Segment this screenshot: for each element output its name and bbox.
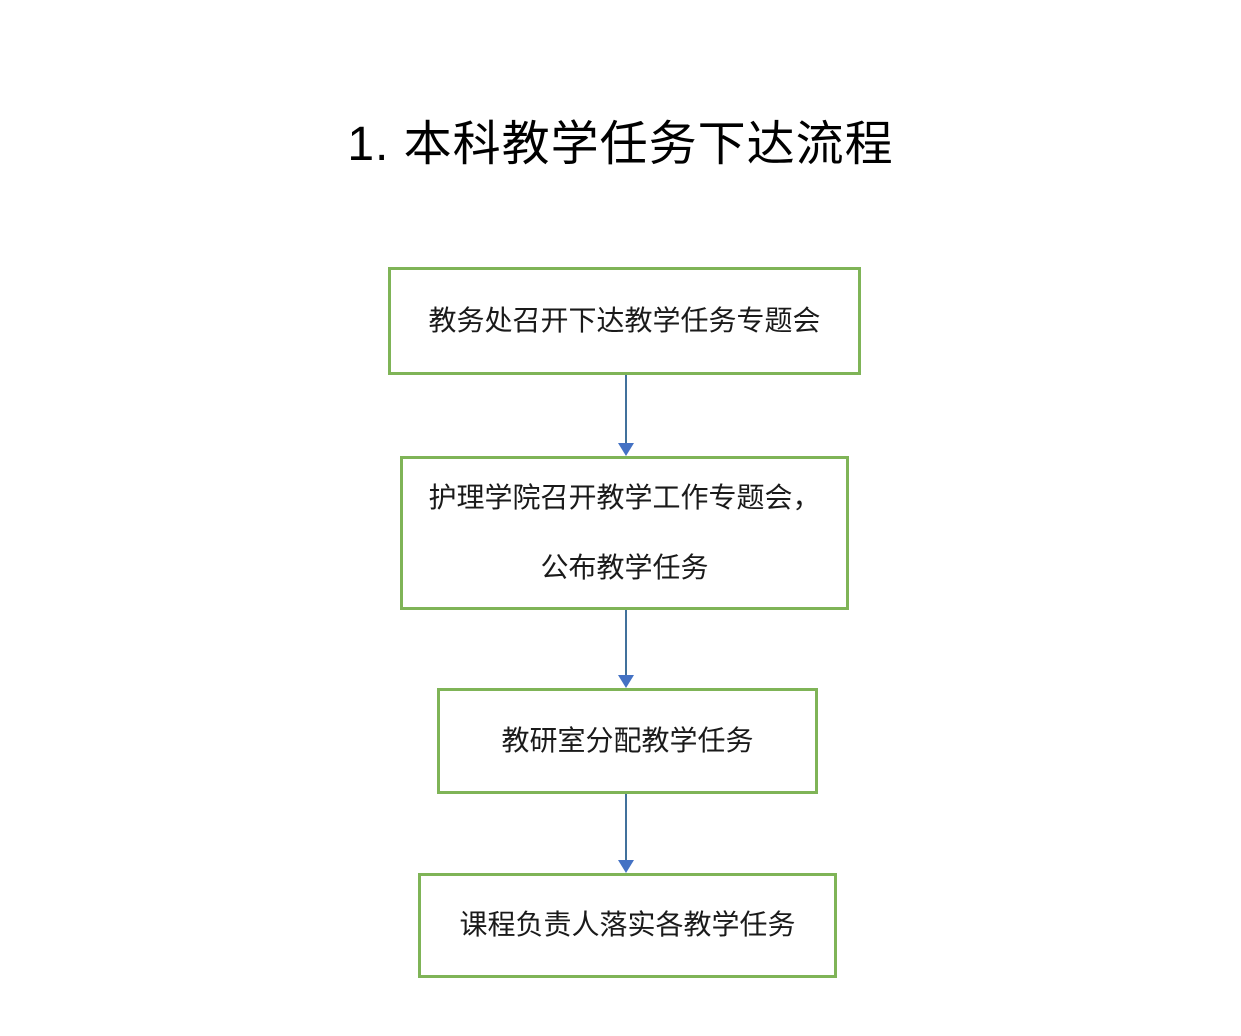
arrow-shaft [625,794,627,860]
page-title: 1. 本科教学任务下达流程 [347,118,894,171]
flow-step-4-label: 课程负责人落实各教学任务 [459,909,796,941]
arrow-connector-3 [618,794,634,873]
arrow-shaft [625,375,627,443]
arrow-down-icon [618,675,634,688]
flow-step-1: 教务处召开下达教学任务专题会 [388,267,861,375]
flow-step-3-label: 教研室分配教学任务 [501,724,754,756]
flow-step-2-label-line2: 公布教学任务 [540,552,709,583]
arrow-down-icon [618,860,634,873]
arrow-connector-2 [618,610,634,688]
flow-step-3: 教研室分配教学任务 [437,688,818,794]
arrow-down-icon [618,443,634,456]
flow-step-4: 课程负责人落实各教学任务 [418,873,837,978]
flow-step-2-label-line1: 护理学院召开教学工作专题会， [428,481,821,513]
flow-step-1-label: 教务处召开下达教学任务专题会 [428,304,821,336]
arrow-connector-1 [618,375,634,456]
arrow-shaft [625,610,627,675]
flow-step-2: 护理学院召开教学工作专题会， 公布教学任务 [400,456,849,610]
